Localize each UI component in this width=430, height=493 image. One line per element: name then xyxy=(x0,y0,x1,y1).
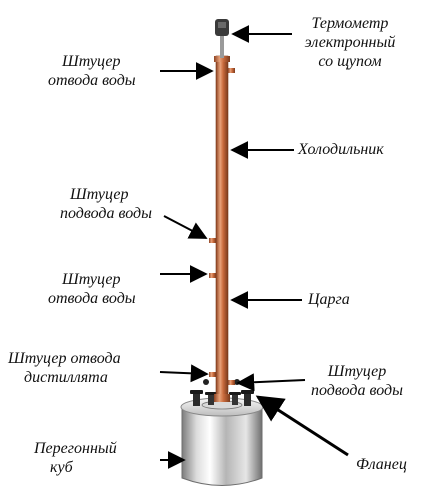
bottom-water-inlet-fitting xyxy=(228,380,235,385)
pointer-arrows xyxy=(159,25,349,469)
label-water-inlet-bottom: Штуцер подвода воды xyxy=(311,363,403,399)
mid-water-outlet-fitting xyxy=(209,273,216,278)
label-water-outlet-top: Штуцер отвода воды xyxy=(48,53,136,89)
thermometer xyxy=(215,19,229,58)
mid-water-inlet-fitting xyxy=(209,238,216,243)
label-water-outlet-mid: Штуцер отвода воды xyxy=(48,271,136,307)
label-thermometer: Термометр электронный со щупом xyxy=(304,15,396,70)
arrow-water-inlet-mid xyxy=(163,215,208,239)
label-distillate-outlet: Штуцер отвода дистиллята xyxy=(8,350,121,386)
top-water-outlet-fitting xyxy=(228,68,235,73)
label-condenser: Холодильник xyxy=(298,141,384,158)
label-flange: Фланец xyxy=(356,456,407,473)
boiler xyxy=(180,397,264,486)
label-column: Царга xyxy=(308,291,350,308)
label-boiler: Перегонный куб xyxy=(34,440,117,476)
arrow-water-inlet-bottom xyxy=(236,373,306,392)
distillate-outlet-fitting xyxy=(209,372,216,377)
label-water-inlet-mid: Штуцер подвода воды xyxy=(60,186,152,222)
arrow-distillate-outlet xyxy=(159,364,209,383)
arrow-flange xyxy=(255,395,349,457)
copper-column xyxy=(209,55,235,402)
